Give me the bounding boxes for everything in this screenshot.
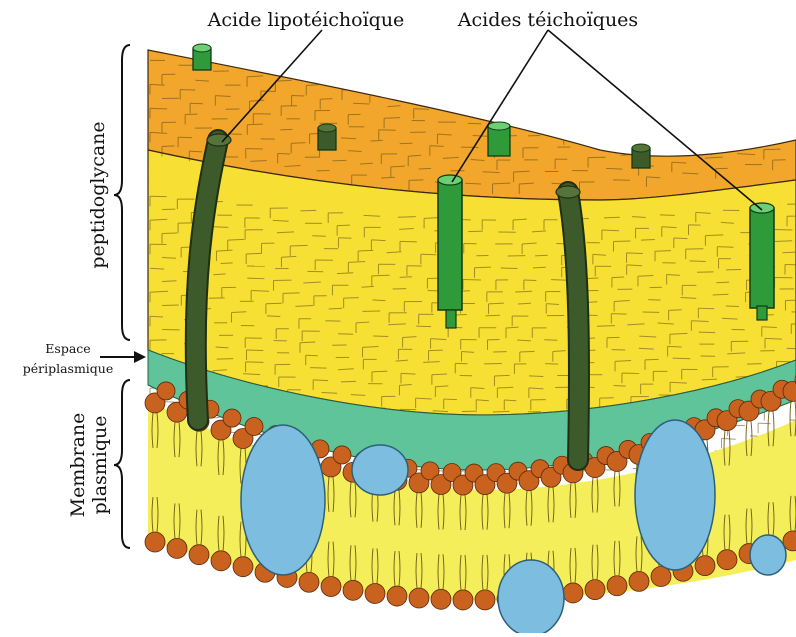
membrane-protein (498, 560, 564, 633)
teichoic-acid-stub (193, 44, 211, 70)
teichoic-acid-stub (488, 122, 510, 156)
label-membrane-line2: plasmique (89, 415, 111, 514)
membrane-protein (635, 420, 715, 570)
teichoic-acid-cylinder (750, 203, 774, 320)
label-peptidoglycan: peptidoglycane (87, 121, 109, 268)
label-periplasmic-space-line2: périplasmique (23, 361, 114, 376)
label-teichoic-acids: Acides téichoïques (457, 9, 638, 31)
teichoic-acid-stub (632, 144, 650, 168)
brace-membrane (114, 380, 130, 548)
membrane-protein (352, 445, 408, 495)
label-lipoteichoic-acid: Acide lipotéichoïque (207, 9, 405, 31)
brace-peptidoglycan (114, 45, 130, 340)
label-membrane-line1: Membrane (67, 413, 89, 518)
braces (114, 45, 130, 548)
membrane-protein (241, 425, 325, 575)
teichoic-acid-stub (318, 124, 336, 150)
teichoic-acid-cylinder (438, 175, 462, 328)
label-periplasmic-space-line1: Espace (45, 341, 90, 356)
membrane-protein (750, 535, 786, 575)
